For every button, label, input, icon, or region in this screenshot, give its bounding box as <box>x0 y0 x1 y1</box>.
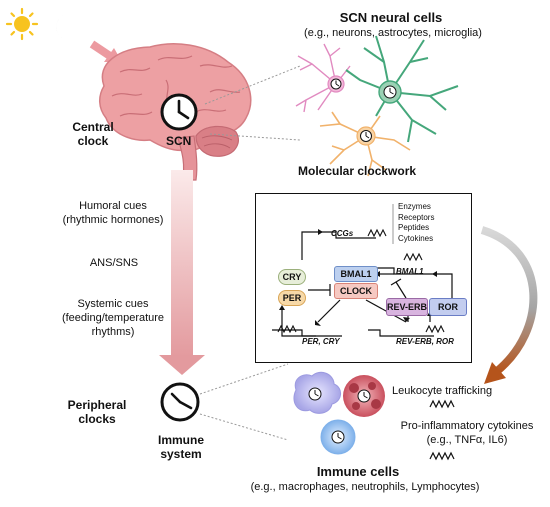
pro-inflammatory-cytokines-label: Pro-inflammatory cytokines (e.g., TNFα, … <box>400 420 534 446</box>
immune-cells-subtitle: (e.g., macrophages, neutrophils, Lymphoc… <box>250 481 480 493</box>
bmal1-gene-label: BMAL1 <box>396 267 424 276</box>
rev-erb-ror-gene-label: REV-ERB, ROR <box>396 337 454 346</box>
per-protein: PER <box>278 290 306 306</box>
cry-protein: CRY <box>278 269 306 285</box>
clock-protein: CLOCK <box>334 283 378 299</box>
ror-protein: ROR <box>429 298 467 316</box>
output-peptides: Peptides <box>398 223 430 232</box>
output-receptors: Receptors <box>398 212 435 222</box>
systemic-signals-arrow <box>159 170 205 375</box>
per-cry-gene-label: PER, CRY <box>302 337 340 346</box>
rhythm-wave-icon <box>429 399 455 461</box>
immune-system-label: Immune system <box>157 433 204 461</box>
scn-neural-cells-title: SCN neural cells <box>339 10 443 25</box>
molecular-clockwork-title: Molecular clockwork <box>298 164 417 178</box>
systemic-cues-label: Systemic cues (feeding/temperature rhyth… <box>61 298 165 338</box>
molecular-clockwork-box: Molecular clockwork CCGs Enzymes Recepto… <box>255 164 472 363</box>
scn-neural-cells-subtitle: (e.g., neurons, astrocytes, microglia) <box>304 27 482 39</box>
output-cytokines: Cytokines <box>398 233 434 243</box>
ans-sns-label: ANS/SNS <box>89 257 139 269</box>
leukocyte-trafficking-label: Leukocyte trafficking <box>392 385 493 397</box>
humoral-cues-label: Humoral cues (rhythmic hormones) <box>62 200 164 226</box>
output-arc-arrow <box>480 226 538 384</box>
immune-cells-title: Immune cells <box>316 464 400 479</box>
rev-erb-protein: REV-ERB <box>386 298 428 316</box>
ccgs-label: CCGs <box>331 229 354 238</box>
sun-icon <box>5 7 39 41</box>
scn-label: SCN <box>166 134 192 148</box>
clock-icon <box>160 382 200 422</box>
bmal1-protein: BMAL1 <box>334 266 378 282</box>
clock-icon <box>308 78 397 444</box>
molecular-circuit-lines <box>272 204 453 337</box>
output-enzymes: Enzymes <box>398 202 431 211</box>
ccg-output-list: Enzymes Receptors Peptides Cytokines <box>398 202 434 244</box>
clock-icon <box>160 93 198 131</box>
central-clock-label: Central clock <box>72 120 114 148</box>
scn-neurons <box>295 35 459 177</box>
peripheral-clocks-label: Peripheral clocks <box>67 398 127 426</box>
moon-icon <box>56 13 72 42</box>
